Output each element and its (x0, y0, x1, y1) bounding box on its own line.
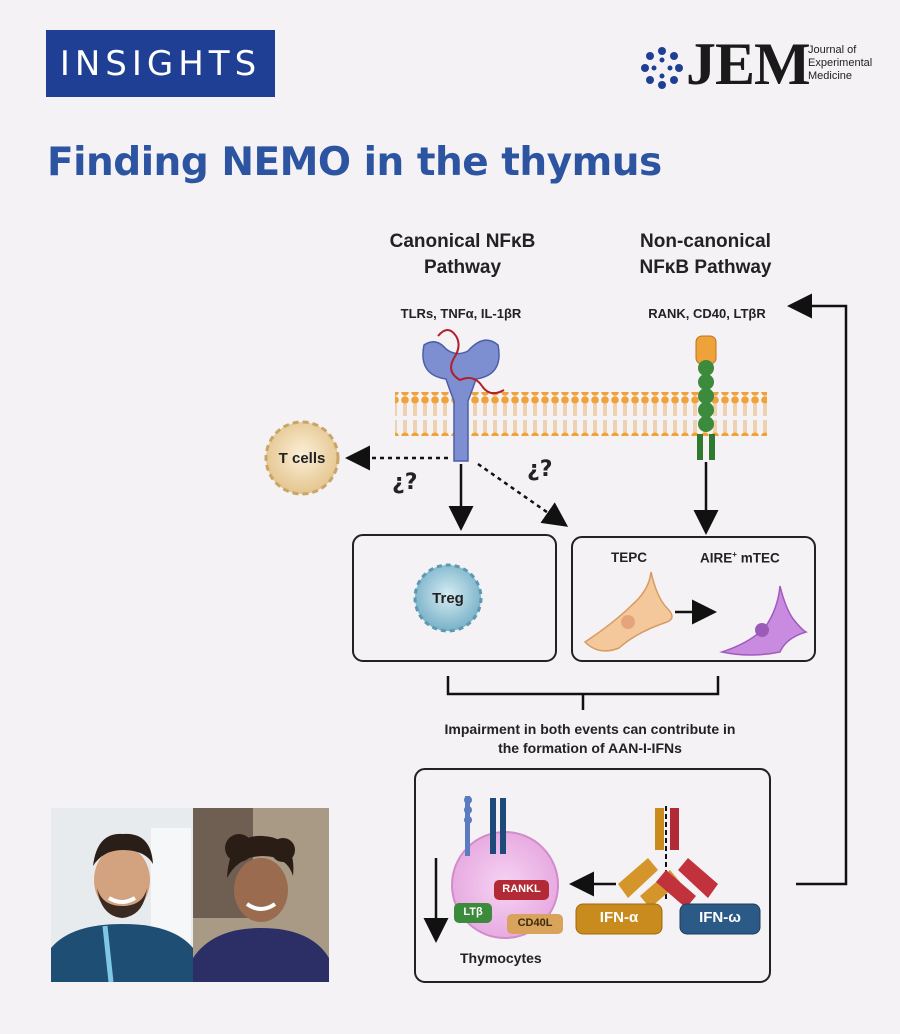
jem-logo-mark (641, 47, 683, 89)
logo-sub-line-2: Experimental (808, 57, 873, 69)
ifn-omega-label: IFN-ω (699, 909, 741, 926)
jem-logo-subtitle: Journal of Experimental Medicine (808, 44, 888, 83)
aire-superscript: + (732, 550, 737, 559)
page-title: Finding NEMO in the thymus (47, 140, 662, 185)
noncanonical-title: Non-canonical NFκB Pathway (598, 229, 813, 281)
canonical-receptor-icon (422, 329, 505, 462)
ifn-alpha-label: IFN-α (599, 909, 639, 926)
canonical-receptors: TLRs, TNFα, IL-1βR (400, 306, 522, 321)
mtec-label: mTEC (736, 550, 780, 566)
mtec-nucleus (755, 623, 769, 637)
ifn-omega-box (679, 903, 761, 935)
author-photos (51, 808, 329, 982)
ifn-alpha-box (575, 903, 663, 935)
question-left: ¿? (392, 470, 418, 495)
cd40l-tag (507, 914, 563, 934)
antibody-omega-icon (656, 858, 718, 908)
canonical-title-line-2: Pathway (423, 257, 502, 278)
noncanonical-receptor-icon (695, 335, 717, 460)
t-cell-icon (264, 420, 340, 496)
canonical-title: Canonical NFκB Pathway (355, 229, 570, 281)
mtec-cell-icon (719, 585, 809, 656)
noncanonical-receptors: RANK, CD40, LTβR (648, 306, 766, 321)
rankl-tag (494, 880, 549, 900)
aire-label: AIRE (700, 550, 733, 566)
treg-box (352, 534, 557, 662)
thymocyte-box (414, 768, 771, 983)
tepc-nucleus (621, 615, 635, 629)
ltb-tag (454, 903, 492, 923)
insights-badge: INSIGHTS (46, 30, 275, 97)
ltb-label: LTβ (463, 906, 483, 918)
thymocytes-label: Thymocytes (460, 950, 542, 966)
bracket (446, 676, 720, 710)
treg-label: Treg (432, 590, 464, 607)
noncanonical-title-line-1: Non-canonical (640, 231, 771, 252)
tec-box (571, 536, 816, 662)
impairment-caption: Impairment in both events can contribute… (380, 720, 800, 758)
question-right: ¿? (527, 457, 553, 482)
t-cells-label: T cells (278, 450, 326, 467)
ifn-receptor-icon (655, 806, 679, 900)
impairment-line-2: the formation of AAN-I-IFNs (498, 740, 682, 756)
canonical-title-line-1: Canonical NFκB (389, 231, 536, 252)
aire-mtec-label: AIRE+ mTEC (700, 550, 780, 566)
impairment-line-1: Impairment in both events can contribute… (444, 721, 736, 737)
rankl-label: RANKL (502, 883, 541, 895)
logo-sub-line-3: Medicine (808, 70, 853, 82)
noncanonical-title-line-2: NFκB Pathway (639, 257, 772, 278)
logo-sub-line-1: Journal of (808, 44, 857, 56)
tepc-label: TEPC (611, 550, 648, 565)
feedback-arrow (787, 293, 848, 886)
cd40l-label: CD40L (517, 917, 553, 929)
tepc-cell-icon (583, 571, 673, 652)
treg-cell-icon (413, 563, 483, 633)
arrow-to-tec-dotted (477, 462, 569, 527)
jem-logo-wordmark: JEM (686, 31, 811, 97)
